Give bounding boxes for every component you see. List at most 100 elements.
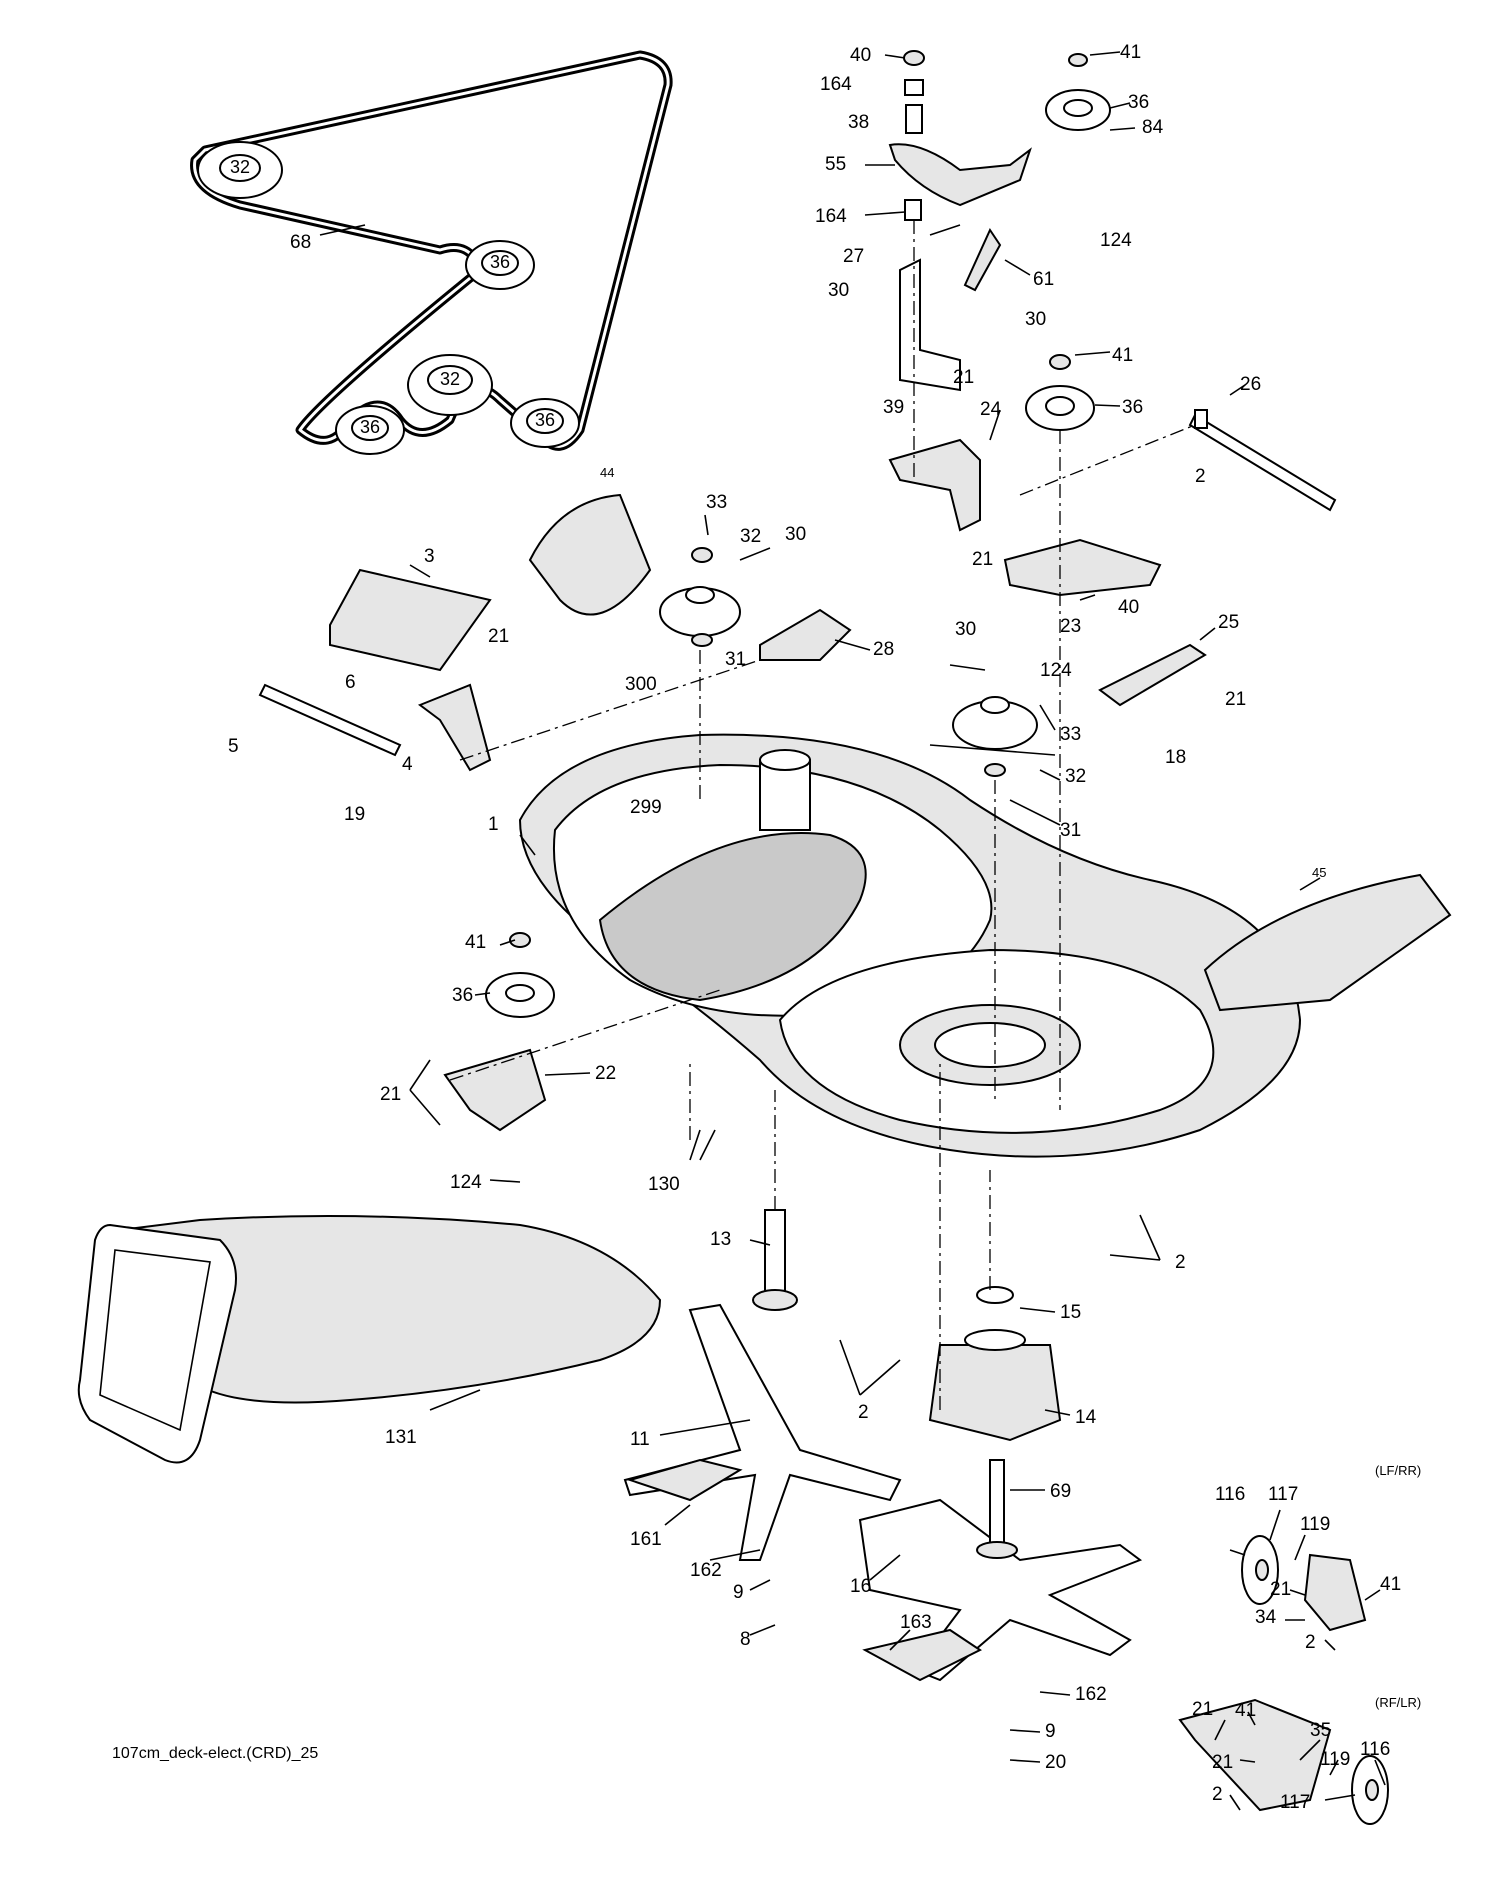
- callout-22: 22: [595, 1063, 616, 1084]
- bracket-28: [759, 608, 852, 661]
- callout-116: 116: [1215, 1484, 1245, 1505]
- callout-124: 124: [1100, 230, 1132, 251]
- callout-2: 2: [1212, 1784, 1223, 1805]
- callout-38: 38: [848, 112, 869, 133]
- callout-31: 31: [1060, 820, 1081, 841]
- callout-69: 69: [1050, 1481, 1071, 1502]
- callout-21: 21: [1192, 1699, 1213, 1720]
- callout-33: 33: [706, 492, 727, 513]
- callout-40: 40: [1118, 597, 1139, 618]
- callout-15: 15: [1060, 1302, 1081, 1323]
- callout-14: 14: [1075, 1407, 1097, 1428]
- callout-40: 40: [850, 45, 871, 66]
- variant-label-rf-lr: (RF/LR): [1375, 1695, 1421, 1710]
- callout-21: 21: [972, 549, 993, 570]
- pulley-32-upper: 32: [197, 141, 283, 199]
- callout-116: 116: [1360, 1739, 1390, 1760]
- callout-41: 41: [465, 932, 486, 953]
- gauge-wheel-lf-rr: [1241, 1535, 1367, 1632]
- callout-39: 39: [883, 397, 904, 418]
- callout-119: 119: [1320, 1749, 1350, 1770]
- svg-text:68: 68: [290, 232, 311, 253]
- callout-130: 130: [648, 1174, 680, 1195]
- callout-16: 16: [850, 1576, 871, 1597]
- pulley-36-left: 36: [335, 405, 405, 455]
- callout-299: 299: [630, 797, 662, 818]
- bracket-25: [1098, 643, 1207, 707]
- callout-41: 41: [1112, 345, 1133, 366]
- callout-161: 161: [630, 1529, 662, 1550]
- mower-deck-housing: [518, 733, 1302, 1158]
- callout-33: 33: [1060, 724, 1081, 745]
- callout-32: 32: [740, 526, 761, 547]
- support-bar-26: [1188, 409, 1337, 512]
- callout-25: 25: [1218, 612, 1239, 633]
- bracket-22: [443, 1048, 547, 1132]
- callout-61: 61: [1033, 269, 1054, 290]
- callout-9: 9: [733, 1582, 744, 1603]
- callout-30: 30: [1025, 309, 1046, 330]
- callout-24: 24: [980, 399, 1002, 420]
- callout-26: 26: [1240, 374, 1261, 395]
- bracket-23: [1003, 538, 1162, 597]
- svg-text:32: 32: [230, 157, 250, 177]
- callout-164: 164: [815, 206, 847, 227]
- callout-27: 27: [843, 246, 864, 267]
- callout-44: 44: [600, 465, 614, 480]
- callout-19: 19: [344, 804, 365, 825]
- callout-labels: 40 41 164 36 38 84 55 164 124 27 61 30 3…: [228, 42, 1421, 1813]
- callout-6: 6: [345, 672, 356, 693]
- shield-45: [1203, 873, 1452, 1012]
- callout-leaders: [409, 51, 1386, 1811]
- pulley-32-33-right: [952, 696, 1038, 777]
- svg-text:32: 32: [440, 369, 460, 389]
- callout-8: 8: [740, 1629, 751, 1650]
- callout-30: 30: [828, 280, 849, 301]
- idler-arm-assembly: [888, 50, 1111, 532]
- callout-55: 55: [825, 154, 846, 175]
- callout-36: 36: [1122, 397, 1143, 418]
- callout-124: 124: [450, 1172, 482, 1193]
- callout-21: 21: [953, 367, 974, 388]
- callout-300: 300: [625, 674, 657, 695]
- pulley-36-right: 36: [510, 398, 580, 448]
- spindle-housing-14: [928, 1286, 1062, 1559]
- callout-5: 5: [228, 736, 239, 757]
- callout-119: 119: [1300, 1514, 1330, 1535]
- callout-164: 164: [820, 74, 852, 95]
- spindle-13: [752, 1209, 798, 1311]
- callout-117: 117: [1268, 1484, 1298, 1505]
- callout-20: 20: [1045, 1752, 1066, 1773]
- pulley-36-mid: 36: [465, 240, 535, 290]
- callout-162: 162: [690, 1560, 722, 1581]
- callout-31: 31: [725, 649, 746, 670]
- callout-1: 1: [488, 814, 499, 835]
- callout-21: 21: [1212, 1752, 1233, 1773]
- callout-30: 30: [955, 619, 976, 640]
- callout-11: 11: [630, 1429, 650, 1450]
- callout-23: 23: [1060, 616, 1081, 637]
- callout-41: 41: [1120, 42, 1141, 63]
- pulley-32-33-left: [659, 547, 741, 647]
- callout-28: 28: [873, 639, 894, 660]
- gauge-wheel-rf-lr: [1178, 1698, 1389, 1825]
- shield-44: [528, 493, 652, 616]
- callout-32: 32: [1065, 766, 1086, 787]
- callout-131: 131: [385, 1427, 417, 1448]
- assembly-guide-lines: [449, 220, 1196, 1410]
- callout-124: 124: [1040, 660, 1072, 681]
- belt-routing-diagram: 32 36 32 36 36 68: [190, 50, 673, 455]
- callout-34: 34: [1255, 1607, 1277, 1628]
- callout-18: 18: [1165, 747, 1186, 768]
- svg-text:36: 36: [490, 252, 510, 272]
- callout-30: 30: [785, 524, 806, 545]
- svg-text:36: 36: [360, 417, 380, 437]
- blade-assembly-left: [623, 1303, 902, 1561]
- callout-35: 35: [1310, 1720, 1331, 1741]
- callout-36: 36: [1128, 92, 1149, 113]
- callout-163: 163: [900, 1612, 932, 1633]
- variant-label-lf-rr: (LF/RR): [1375, 1463, 1421, 1478]
- callout-21: 21: [1225, 689, 1246, 710]
- callout-162: 162: [1075, 1684, 1107, 1705]
